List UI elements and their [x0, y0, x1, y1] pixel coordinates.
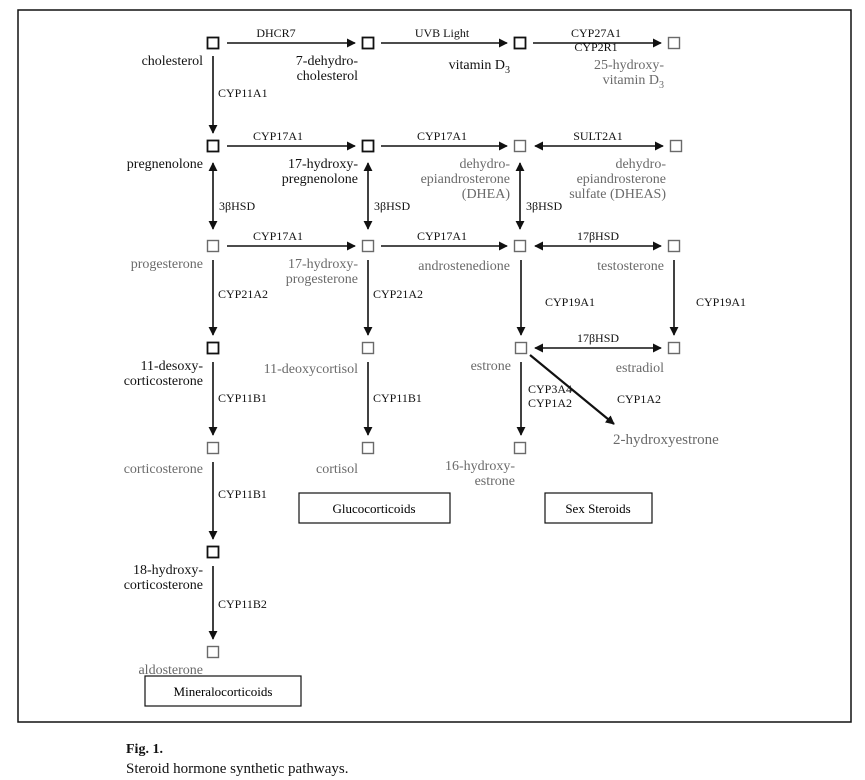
enzyme-label-estrone-to-hydroxyestrone2: CYP1A2 [617, 392, 661, 406]
node-vitamin-d3-marker [513, 36, 527, 50]
sex-steroids-label: Sex Steroids [565, 501, 630, 516]
node-dhea-label: dehydro-epiandrosterone(DHEA) [421, 157, 511, 202]
node-progesterone-label: progesterone [131, 257, 203, 272]
node-deoxycortisol-marker [361, 341, 375, 355]
mineralocorticoids-box [144, 675, 302, 707]
node-cholesterol-label: cholesterol [142, 54, 204, 69]
node-hydroxyprogesterone-label: 17-hydroxy-progesterone [286, 257, 359, 287]
node-vitamin-d3-label: vitamin D3 [449, 58, 510, 76]
enzyme-label-dhea-to-androstenedione: 3βHSD [526, 199, 562, 213]
node-estradiol-label: estradiol [616, 361, 664, 376]
figure-caption-title: Fig. 1. [126, 742, 163, 757]
node-aldosterone-label: aldosterone [138, 663, 203, 678]
node-hydroxyvitamin-d3-marker [667, 36, 681, 50]
enzyme-label-estrone-to-hydroxyestrone16: CYP3A4 [528, 382, 572, 396]
node-desoxycorticosterone-label: 11-desoxy-corticosterone [124, 359, 204, 389]
node-hydroxypregnenolone-marker [361, 139, 375, 153]
node-hydroxyestrone16-marker [513, 441, 527, 455]
node-deoxycortisol-label: 11-deoxycortisol [264, 362, 358, 377]
glucocorticoids-label: Glucocorticoids [332, 501, 415, 516]
node-desoxycorticosterone-marker [206, 341, 220, 355]
node-dheas-marker [669, 139, 683, 153]
sex-steroids-box [544, 492, 653, 524]
node-dehydrocholesterol-label: 7-dehydro-cholesterol [296, 54, 359, 84]
enzyme-label-hydroxypregnenolone-to-dhea: CYP17A1 [417, 129, 467, 143]
node-corticosterone-marker [206, 441, 220, 455]
node-progesterone-marker [206, 239, 220, 253]
node-estradiol-marker [667, 341, 681, 355]
node-aldosterone-marker [206, 645, 220, 659]
figure-caption-text: Steroid hormone synthetic pathways. [126, 761, 349, 777]
node-hydroxyvitamin-d3-label: 25-hydroxy-vitamin D3 [594, 58, 664, 91]
node-estrone-marker [514, 341, 528, 355]
enzyme-label-corticosterone-to-hydroxycorticosterone: CYP11B1 [218, 487, 267, 501]
enzyme-label-vitamin-d3-to-hydroxyvitamin-d3: CYP27A1 [571, 26, 621, 40]
enzyme-label-dehydrocholesterol-to-vitamin-d3: UVB Light [415, 26, 470, 40]
node-pregnenolone-marker [206, 139, 220, 153]
enzyme-label-hydroxyprogesterone-to-androstenedione: CYP17A1 [417, 229, 467, 243]
node-cortisol-label: cortisol [316, 462, 358, 477]
glucocorticoids-box [298, 492, 451, 524]
node-hydroxyprogesterone-marker [361, 239, 375, 253]
pathway-diagram: DHCR7 UVB Light CYP27A1CYP2R1CYP11A1CYP17A… [17, 9, 852, 723]
edge-estrone-to-hydroxyestrone2 [529, 354, 615, 425]
node-corticosterone-label: corticosterone [124, 462, 203, 477]
enzyme-label-vitamin-d3-to-hydroxyvitamin-d3: CYP2R1 [574, 40, 617, 54]
enzyme-label-progesterone-to-hydroxyprogesterone: CYP17A1 [253, 229, 303, 243]
node-dhea-marker [513, 139, 527, 153]
enzyme-label-androstenedione-to-estrone: CYP19A1 [545, 295, 595, 309]
node-androstenedione-marker [513, 239, 527, 253]
enzyme-label-estrone-to-hydroxyestrone16: CYP1A2 [528, 396, 572, 410]
node-dehydrocholesterol-marker [361, 36, 375, 50]
enzyme-label-pregnenolone-to-hydroxypregnenolone: CYP17A1 [253, 129, 303, 143]
node-estrone-label: estrone [471, 359, 511, 374]
enzyme-label-estrone-to-estradiol: 17βHSD [577, 331, 619, 345]
node-testosterone-marker [667, 239, 681, 253]
enzyme-label-dhea-to-dheas: SULT2A1 [573, 129, 623, 143]
node-hydroxypregnenolone-label: 17-hydroxy-pregnenolone [282, 157, 359, 187]
enzyme-label-hydroxycorticosterone-to-aldosterone: CYP11B2 [218, 597, 267, 611]
node-androstenedione-label: androstenedione [418, 259, 510, 274]
mineralocorticoids-label: Mineralocorticoids [174, 684, 273, 699]
enzyme-label-testosterone-to-estradiol: CYP19A1 [696, 295, 746, 309]
enzyme-label-cholesterol-to-pregnenolone: CYP11A1 [218, 86, 268, 100]
enzyme-label-desoxycorticosterone-to-corticosterone: CYP11B1 [218, 391, 267, 405]
node-hydroxyestrone16-label: 16-hydroxy-estrone [445, 459, 515, 489]
node-testosterone-label: testosterone [597, 259, 664, 274]
node-cortisol-marker [361, 441, 375, 455]
node-hydroxycorticosterone-marker [206, 545, 220, 559]
enzyme-label-cholesterol-to-dehydrocholesterol: DHCR7 [256, 26, 295, 40]
enzyme-label-pregnenolone-to-progesterone: 3βHSD [219, 199, 255, 213]
node-hydroxyestrone2-label: 2-hydroxyestrone [613, 432, 719, 448]
enzyme-label-hydroxyprogesterone-to-deoxycortisol: CYP21A2 [373, 287, 423, 301]
enzyme-label-deoxycortisol-to-cortisol: CYP11B1 [373, 391, 422, 405]
node-cholesterol-marker [206, 36, 220, 50]
node-hydroxycorticosterone-label: 18-hydroxy-corticosterone [124, 563, 204, 593]
node-pregnenolone-label: pregnenolone [127, 157, 203, 172]
enzyme-label-progesterone-to-desoxycorticosterone: CYP21A2 [218, 287, 268, 301]
enzyme-label-androstenedione-to-testosterone: 17βHSD [577, 229, 619, 243]
figure-frame [17, 9, 852, 723]
enzyme-label-hydroxypregnenolone-to-hydroxyprogesterone: 3βHSD [374, 199, 410, 213]
